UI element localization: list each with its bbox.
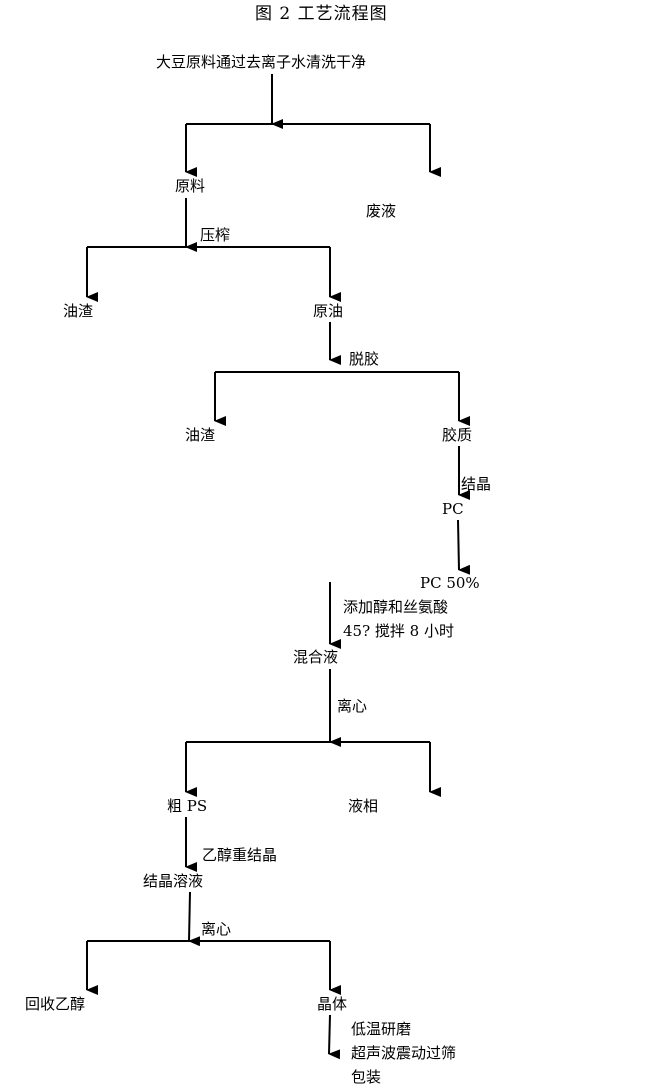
label-recrystallize: 乙醇重结晶 xyxy=(202,846,278,864)
node-residue-2: 油渣 xyxy=(185,426,216,444)
node-raw: 原料 xyxy=(175,177,206,195)
arrow-crystal-down xyxy=(328,1014,341,1060)
label-press: 压榨 xyxy=(200,226,231,244)
arrow-pc-to-pc50 xyxy=(457,519,471,575)
label-condition: 45? 搅拌 8 小时 xyxy=(343,622,454,640)
label-sieve: 超声波震动过筛 xyxy=(351,1044,457,1062)
node-crude-oil: 原油 xyxy=(313,302,344,320)
node-soy: 大豆原料通过去离子水清洗干净 xyxy=(156,53,367,71)
node-mix: 混合液 xyxy=(293,648,339,666)
node-pc: PC xyxy=(442,500,464,518)
node-liquid: 液相 xyxy=(348,797,379,815)
node-crystal: 晶体 xyxy=(317,995,348,1013)
diagram-title: 图 2 工艺流程图 xyxy=(255,4,388,24)
node-recover-ethanol: 回收乙醇 xyxy=(25,995,86,1013)
node-pc50: PC 50% xyxy=(420,574,480,592)
node-crude-ps: 粗 PS xyxy=(167,797,208,815)
label-add: 添加醇和丝氨酸 xyxy=(343,598,449,616)
arrow-cryst-sol-down xyxy=(188,891,201,947)
node-residue-1: 油渣 xyxy=(63,302,94,320)
label-centrifuge-2: 离心 xyxy=(201,920,232,938)
label-grind: 低温研磨 xyxy=(351,1020,412,1038)
label-degum: 脱胶 xyxy=(349,350,380,368)
node-crystal-solution: 结晶溶液 xyxy=(143,872,204,890)
node-pack: 包装 xyxy=(351,1068,382,1086)
label-centrifuge-1: 离心 xyxy=(337,697,368,715)
node-waste: 废液 xyxy=(366,202,397,220)
label-crystallize: 结晶 xyxy=(461,475,492,493)
node-gum: 胶质 xyxy=(442,426,473,444)
